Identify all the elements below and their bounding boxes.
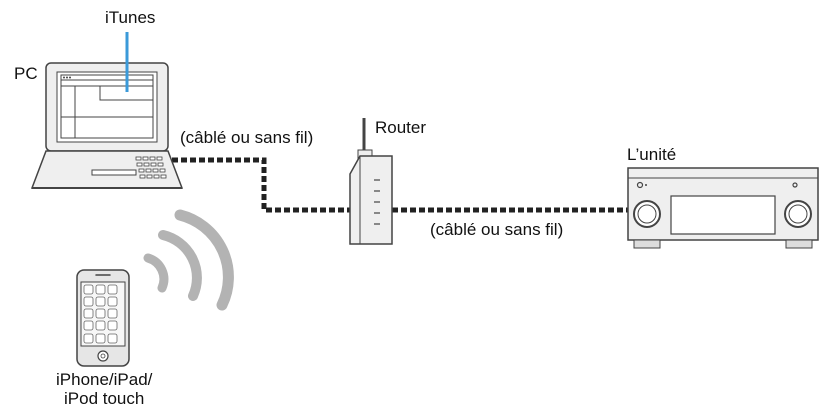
cable-pc-router [172, 157, 350, 213]
pc-label: PC [14, 64, 38, 83]
smartphone-icon [76, 269, 130, 367]
connection-label-router-unit: (câblé ou sans fil) [430, 220, 564, 239]
itunes-label: iTunes [105, 8, 156, 27]
router-label: Router [375, 118, 427, 137]
mobile-label-line2: iPod touch [64, 389, 145, 408]
laptop-keypad [135, 156, 167, 179]
mobile-label-line1: iPhone/iPad/ [56, 370, 153, 389]
unit-label: L’unité [627, 145, 677, 164]
router-icon [349, 118, 393, 245]
connection-label-pc-router: (câblé ou sans fil) [180, 128, 314, 147]
laptop-icon [30, 62, 184, 189]
av-receiver-icon [627, 167, 819, 249]
wireless-signal-icon [143, 209, 234, 311]
